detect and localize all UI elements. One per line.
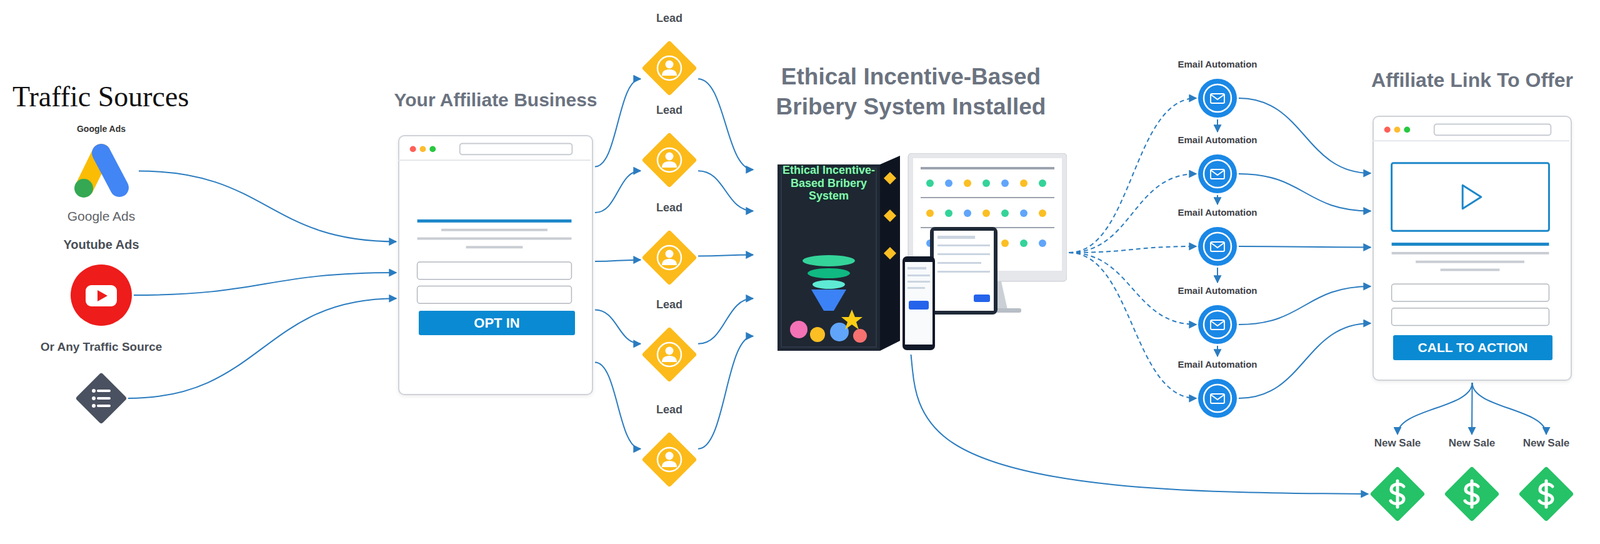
sale-symbol xyxy=(1370,466,1425,521)
google-ads-icon: Google AdsGoogle Ads xyxy=(65,137,137,205)
email-circle: Email Automation xyxy=(1198,78,1237,118)
lead-symbol xyxy=(642,327,697,382)
flow-arrow xyxy=(1397,382,1473,435)
flow-arrow xyxy=(1068,246,1197,253)
node-label: Email Automation xyxy=(1178,206,1258,219)
lead-diamond: Lead xyxy=(642,327,697,382)
flow-arrow xyxy=(128,298,397,399)
node-label: Affiliate Link To Offer xyxy=(1371,68,1574,92)
node-label: Youtube Ads xyxy=(63,236,139,252)
sale-diamond: New Sale xyxy=(1519,466,1574,521)
cta-button: CALL TO ACTION xyxy=(1393,335,1553,360)
flow-arrow xyxy=(698,255,754,257)
traffic-diamond: Or Any Traffic Source xyxy=(76,373,127,424)
node-label: Ethical Incentive-Based Bribery System I… xyxy=(742,61,1080,122)
email-circle: Email Automation xyxy=(1198,154,1237,194)
flow-arrow xyxy=(1471,382,1474,435)
flow-arrow xyxy=(1238,98,1371,174)
lead-symbol xyxy=(642,41,697,95)
email-circle: Email Automation xyxy=(1198,305,1237,344)
node-label: Lead xyxy=(656,201,683,215)
node-label: New Sale xyxy=(1523,436,1570,450)
flow-arrow xyxy=(1238,286,1371,325)
node-label: New Sale xyxy=(1374,436,1422,450)
lead-diamond: Lead xyxy=(642,432,697,487)
mail-symbol xyxy=(1198,378,1237,418)
node-label: Email Automation xyxy=(1178,285,1258,297)
box-art-label: Ethical Incentive-Based Bribery System xyxy=(778,163,879,203)
flow-arrow xyxy=(138,171,397,242)
button-label: OPT IN xyxy=(418,314,575,331)
node-label: Lead xyxy=(656,103,683,118)
browser-window: Affiliate Link To OfferCALL TO ACTION xyxy=(1372,115,1572,381)
flow-arrow xyxy=(698,298,754,344)
flow-arrow xyxy=(595,310,641,344)
lead-diamond: Lead xyxy=(642,133,697,187)
mail-symbol xyxy=(1198,305,1237,344)
node-label: Email Automation xyxy=(1178,58,1258,70)
diagram-title: Traffic Sources xyxy=(12,80,189,114)
button-label: CALL TO ACTION xyxy=(1393,339,1553,355)
flow-arrow xyxy=(1216,195,1219,205)
node-label: New Sale xyxy=(1448,436,1496,450)
google-symbol xyxy=(65,137,137,205)
lead-symbol xyxy=(642,230,697,285)
lead-diamond: Lead xyxy=(642,230,697,285)
lead-symbol xyxy=(642,432,697,487)
sale-diamond: New Sale xyxy=(1370,466,1425,521)
flow-arrow xyxy=(1068,252,1197,325)
flow-arrow xyxy=(698,170,754,211)
flow-arrow xyxy=(1238,246,1371,248)
youtube-icon: Youtube Ads xyxy=(70,264,132,326)
sale-symbol xyxy=(1519,466,1574,521)
node-label: Email Automation xyxy=(1178,134,1258,146)
flow-arrow xyxy=(595,362,641,449)
opt-in-button: OPT IN xyxy=(418,310,575,335)
node-label: Lead xyxy=(656,403,683,417)
mail-symbol xyxy=(1198,226,1237,266)
sale-diamond: New Sale xyxy=(1445,466,1499,521)
list-symbol xyxy=(76,373,127,424)
node-label: Lead xyxy=(656,298,683,312)
flow-arrow xyxy=(1216,119,1219,132)
flow-arrow xyxy=(698,336,754,449)
mail-symbol xyxy=(1198,154,1237,194)
flow-arrow xyxy=(1068,98,1197,253)
flow-arrow xyxy=(1238,323,1371,399)
yt-symbol xyxy=(70,264,132,326)
flow-arrow xyxy=(1068,252,1197,399)
flow-arrow xyxy=(698,78,754,170)
flow-arrow xyxy=(595,260,641,262)
flow-arrow xyxy=(1216,267,1219,283)
flow-arrow xyxy=(595,170,641,213)
mail-symbol xyxy=(1198,78,1237,118)
sale-symbol xyxy=(1445,466,1499,521)
node-label: Your Affiliate Business xyxy=(393,88,597,112)
node-label: Google Ads xyxy=(76,123,126,135)
browser-symbol xyxy=(398,135,591,393)
email-circle: Email Automation xyxy=(1198,226,1237,266)
lead-symbol xyxy=(642,133,697,187)
flow-arrow xyxy=(1472,382,1547,435)
email-circle: Email Automation xyxy=(1198,378,1237,418)
node-label: Lead xyxy=(656,11,683,26)
node-label: Or Any Traffic Source xyxy=(40,340,163,355)
node-label: Google Ads xyxy=(67,208,136,224)
flow-arrow xyxy=(1238,173,1371,212)
lead-diamond: Lead xyxy=(642,41,697,95)
flow-arrow xyxy=(1068,173,1197,253)
flow-arrow xyxy=(595,78,641,167)
flow-arrow xyxy=(133,272,397,295)
browser-window: Your Affiliate BusinessOPT IN xyxy=(398,135,594,395)
flow-arrow xyxy=(1216,345,1219,357)
node-label: Email Automation xyxy=(1178,358,1258,370)
flow-arrow xyxy=(911,354,1369,494)
